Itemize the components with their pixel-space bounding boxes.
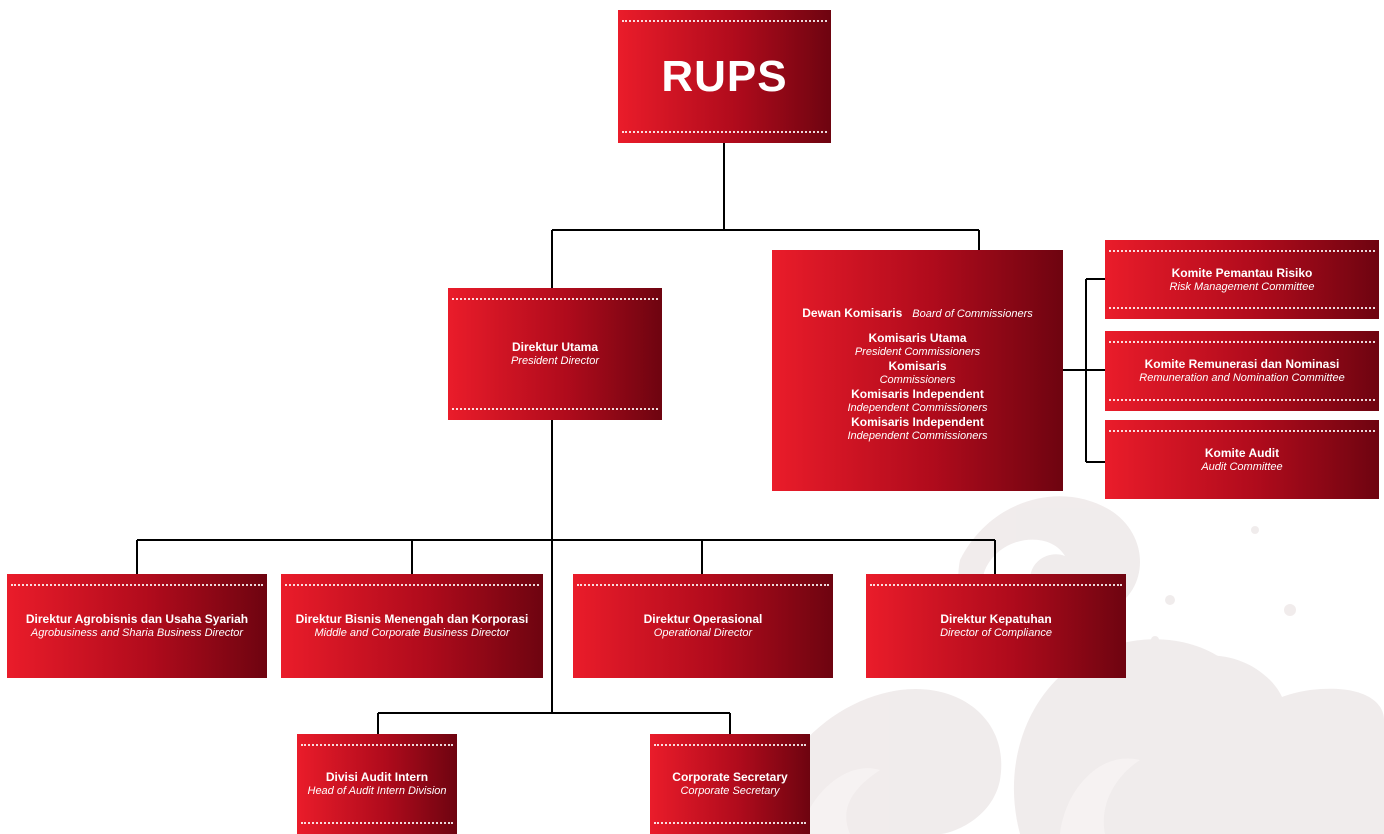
rups-title: RUPS <box>661 51 788 101</box>
dewan-header: Dewan Komisaris Board of Commissioners <box>802 306 1032 321</box>
committee-subtitle: Risk Management Committee <box>1169 280 1315 293</box>
division-title: Corporate Secretary <box>672 770 788 784</box>
dewan-member-title: Komisaris <box>888 359 947 373</box>
director-subtitle: Agrobusiness and Sharia Business Directo… <box>30 627 244 639</box>
director-subtitle: Operational Director <box>653 627 753 639</box>
director-box-compliance: Direktur Kepatuhan Director of Complianc… <box>866 574 1126 678</box>
committee-subtitle: Remuneration and Nomination Committee <box>1139 372 1345 384</box>
director-title: Direktur Operasional <box>643 612 763 626</box>
committee-box-audit: Komite Audit Audit Committee <box>1105 420 1379 499</box>
committee-box-risk: Komite Pemantau Risiko Risk Management C… <box>1105 240 1379 319</box>
direktur-utama-box: Direktur Utama President Director <box>448 288 662 420</box>
committee-title: Komite Pemantau Risiko <box>1171 265 1313 280</box>
director-title: Direktur Kepatuhan <box>940 612 1052 626</box>
dewan-member-subtitle: Commissioners <box>879 374 956 386</box>
dewan-member-title: Komisaris Utama <box>868 331 967 345</box>
director-title: Direktur Agrobisnis dan Usaha Syariah <box>25 612 249 626</box>
director-box-middle-corporate: Direktur Bisnis Menengah dan Korporasi M… <box>281 574 543 678</box>
rups-box: RUPS <box>618 10 831 143</box>
director-box-operational: Direktur Operasional Operational Directo… <box>573 574 833 678</box>
dewan-member-subtitle: President Commissioners <box>854 346 981 358</box>
director-box-agrobusiness: Direktur Agrobisnis dan Usaha Syariah Ag… <box>7 574 267 678</box>
committee-title: Komite Remunerasi dan Nominasi <box>1144 357 1340 371</box>
dewan-title: Dewan Komisaris <box>802 306 903 320</box>
director-subtitle: Director of Compliance <box>940 627 1052 639</box>
division-title: Divisi Audit Intern <box>325 770 429 784</box>
dewan-subtitle: Board of Commissioners <box>912 308 1033 320</box>
committee-subtitle: Audit Committee <box>1201 460 1283 473</box>
director-title: Direktur Bisnis Menengah dan Korporasi <box>295 612 529 626</box>
dewan-member-subtitle: Independent Commissioners <box>847 402 988 414</box>
direktur-utama-subtitle: President Director <box>510 355 600 367</box>
dewan-member-subtitle: Independent Commissioners <box>847 430 988 442</box>
division-subtitle: Head of Audit Intern Division <box>307 785 447 797</box>
direktur-utama-title: Direktur Utama <box>511 340 599 354</box>
dewan-member-title: Komisaris Independent <box>851 387 984 401</box>
committee-box-remuneration: Komite Remunerasi dan Nominasi Remunerat… <box>1105 331 1379 411</box>
dewan-komisaris-box: Dewan Komisaris Board of Commissioners K… <box>772 250 1063 491</box>
director-subtitle: Middle and Corporate Business Director <box>314 627 510 639</box>
division-box-audit-intern: Divisi Audit Intern Head of Audit Intern… <box>297 734 457 834</box>
committee-title: Komite Audit <box>1204 445 1280 460</box>
dewan-member-title: Komisaris Independent <box>851 415 984 429</box>
division-box-corporate-secretary: Corporate Secretary Corporate Secretary <box>650 734 810 834</box>
division-subtitle: Corporate Secretary <box>680 785 780 797</box>
